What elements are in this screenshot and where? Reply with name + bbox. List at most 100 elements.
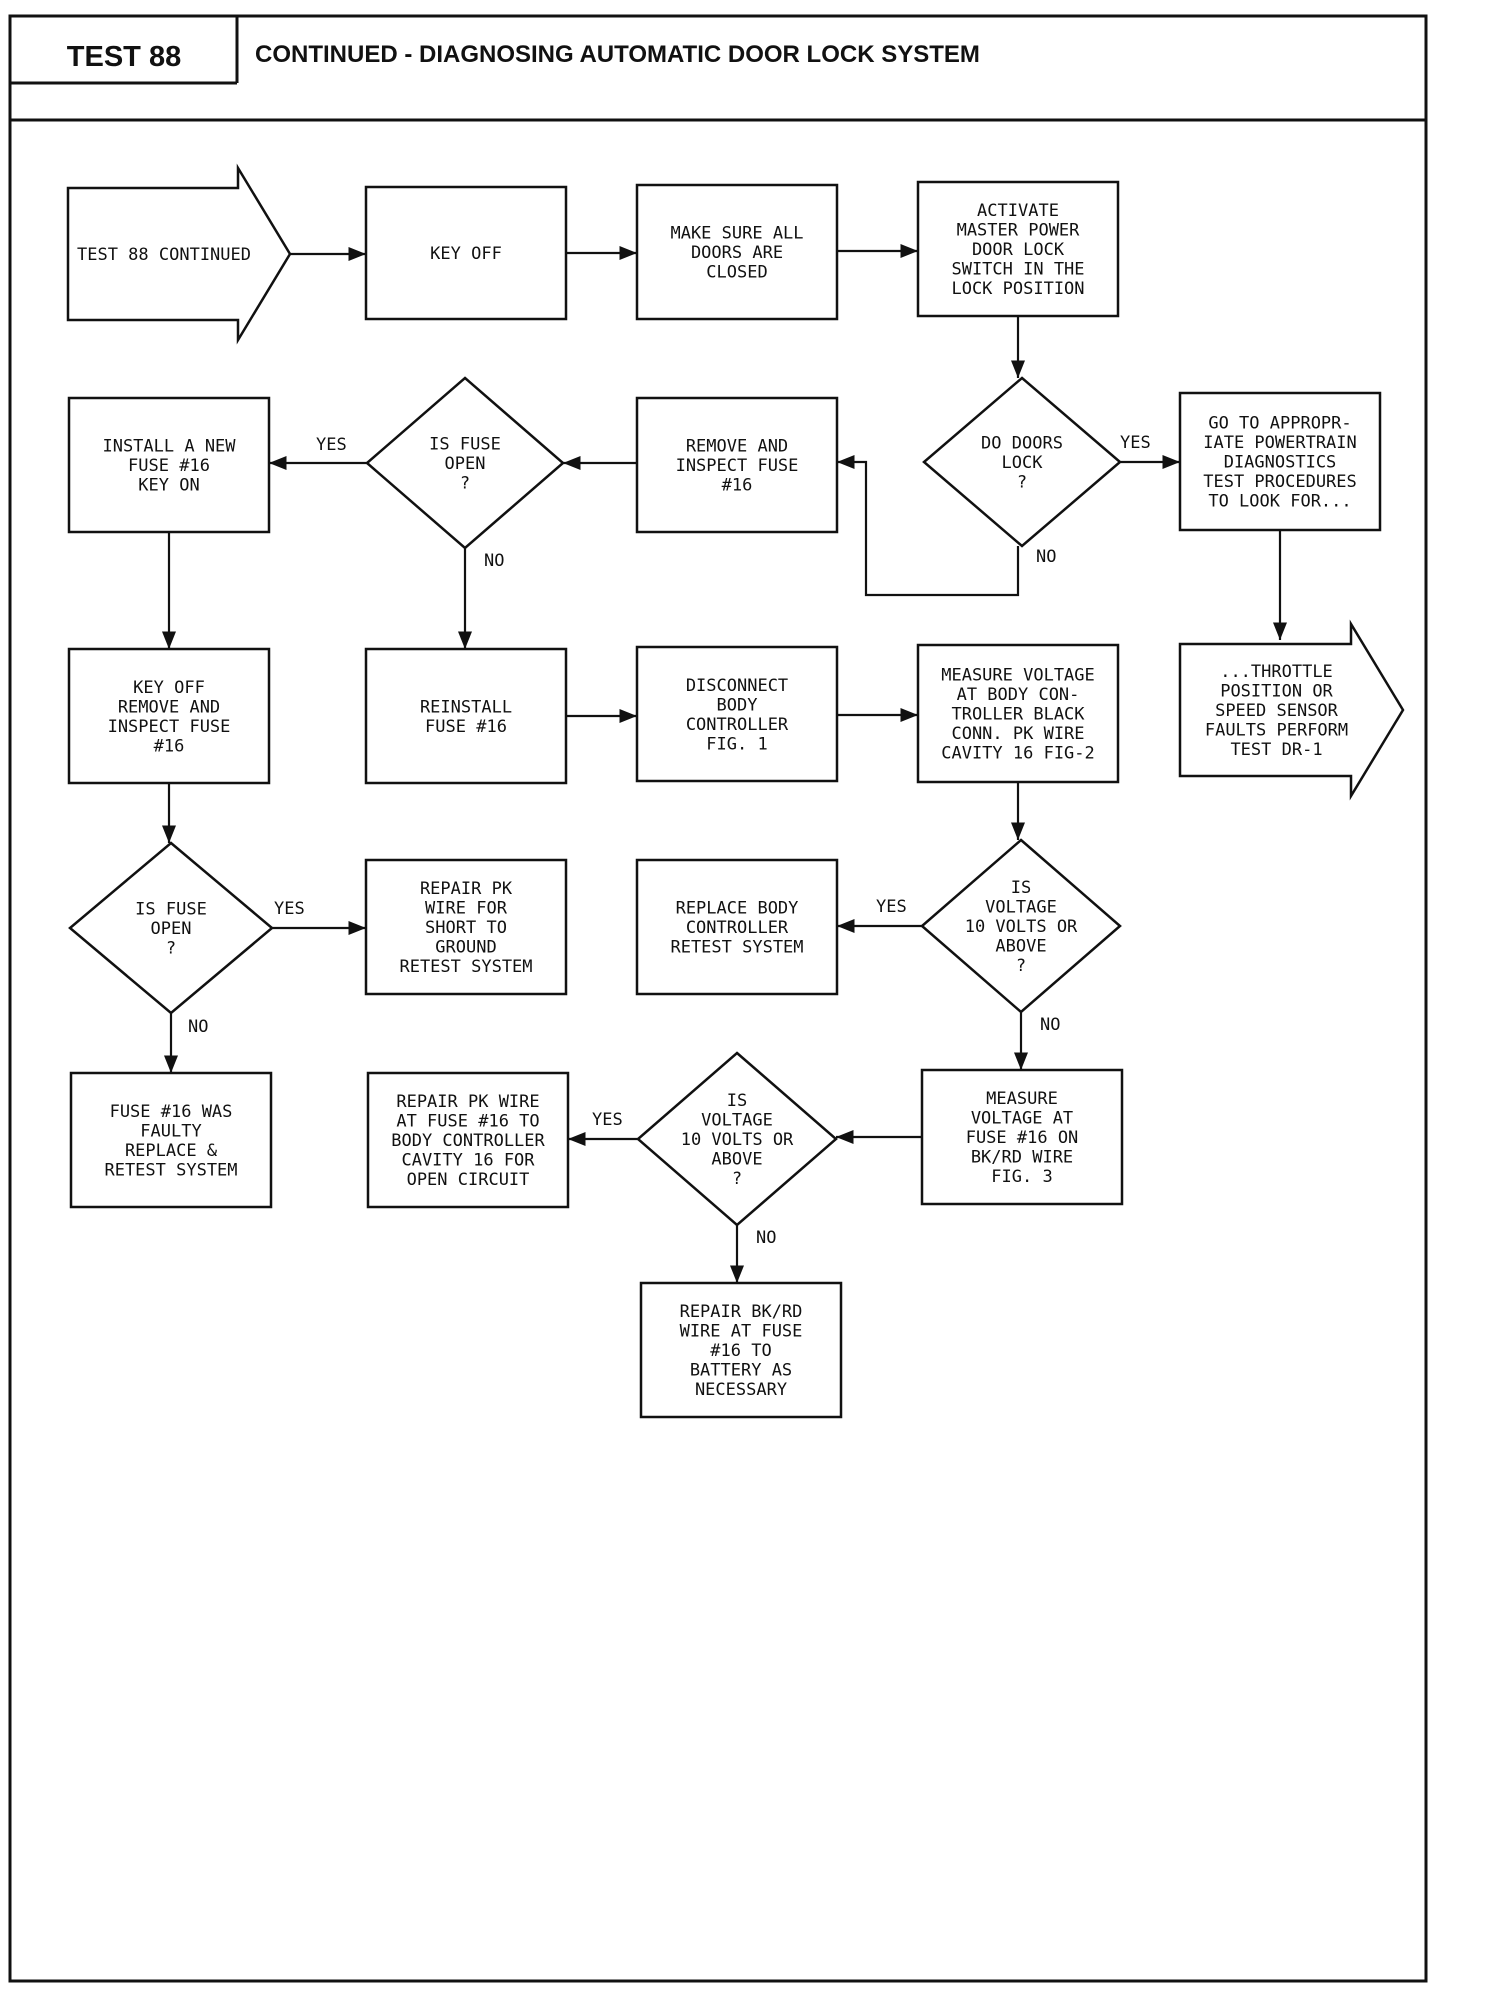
node-text-line: INSPECT FUSE bbox=[676, 456, 799, 476]
edge-label-fuseopen1-yes: YES bbox=[316, 435, 347, 455]
node-text-line: REPAIR PK bbox=[420, 879, 513, 899]
node-text-line: IS bbox=[727, 1091, 747, 1111]
node-text-line: VOLTAGE bbox=[701, 1111, 773, 1131]
node-text-line: CAVITY 16 FOR bbox=[401, 1151, 535, 1171]
node-text-line: GROUND bbox=[435, 938, 496, 958]
node-text-line: BODY CONTROLLER bbox=[391, 1131, 545, 1151]
node-text-line: DISCONNECT bbox=[686, 676, 788, 696]
node-start: TEST 88 CONTINUED bbox=[66, 163, 292, 345]
edge-label-fuseopen2-yes: YES bbox=[274, 899, 305, 919]
node-text-line: ? bbox=[166, 939, 176, 959]
node-text-line: MAKE SURE ALL bbox=[670, 224, 803, 244]
decision-diamond bbox=[922, 376, 1122, 548]
node-text-line: IATE POWERTRAIN bbox=[1203, 433, 1357, 453]
node-text-line: KEY OFF bbox=[430, 244, 502, 264]
process-box bbox=[639, 1281, 843, 1419]
node-text-line: ABOVE bbox=[711, 1150, 762, 1170]
node-text-line: IS bbox=[1011, 878, 1031, 898]
node-text-line: FUSE #16 ON bbox=[966, 1128, 1079, 1148]
node-text-line: DIAGNOSTICS bbox=[1224, 453, 1337, 473]
process-box bbox=[69, 1071, 273, 1209]
node-text-line: NECESSARY bbox=[695, 1380, 787, 1400]
node-text-line: REINSTALL bbox=[420, 697, 512, 717]
node-text-line: MEASURE VOLTAGE bbox=[941, 666, 1095, 686]
node-text-line: REPAIR BK/RD bbox=[680, 1302, 803, 1322]
node-text-line: TEST 88 CONTINUED bbox=[77, 245, 251, 265]
node-text-line: #16 bbox=[722, 476, 753, 496]
node-text-line: FUSE #16 bbox=[128, 456, 210, 476]
process-box bbox=[635, 396, 839, 534]
node-text-line: GO TO APPROPR- bbox=[1208, 414, 1351, 434]
process-box bbox=[67, 647, 271, 785]
node-text-line: FIG. 1 bbox=[706, 734, 767, 754]
node-text-line: ? bbox=[732, 1169, 742, 1189]
node-text-line: ? bbox=[1017, 473, 1027, 493]
decision-diamond bbox=[920, 838, 1122, 1014]
node-text-line: DOORS ARE bbox=[691, 243, 783, 263]
node-text-line: BODY bbox=[717, 695, 758, 715]
node-goto-powertrain: GO TO APPROPR-IATE POWERTRAINDIAGNOSTICS… bbox=[1178, 391, 1382, 532]
node-text-line: POSITION OR bbox=[1220, 682, 1333, 702]
node-text-line: 10 VOLTS OR bbox=[681, 1130, 794, 1150]
process-box bbox=[635, 645, 839, 783]
node-text-line: FIG. 3 bbox=[991, 1167, 1052, 1187]
process-box bbox=[635, 858, 839, 996]
node-text-line: LOCK POSITION bbox=[951, 279, 1084, 299]
node-text-line: TROLLER BLACK bbox=[951, 705, 1085, 725]
node-text-line: TEST DR-1 bbox=[1230, 740, 1322, 760]
node-text-line: ...THROTTLE bbox=[1220, 662, 1333, 682]
node-text-line: RETEST SYSTEM bbox=[670, 938, 803, 958]
node-text-line: SWITCH IN THE bbox=[951, 260, 1084, 280]
node-text-line: SHORT TO bbox=[425, 918, 507, 938]
process-box bbox=[920, 1068, 1124, 1206]
node-text-line: DO DOORS bbox=[981, 434, 1063, 454]
process-box bbox=[364, 185, 568, 321]
node-text-line: WIRE FOR bbox=[425, 899, 508, 919]
node-text-line: INSTALL A NEW bbox=[102, 437, 236, 457]
node-text-line: FAULTS PERFORM bbox=[1205, 721, 1348, 741]
edge-label-voltage2-no: NO bbox=[756, 1228, 776, 1248]
node-text-line: OPEN bbox=[151, 919, 192, 939]
node-text-line: AT FUSE #16 TO bbox=[396, 1112, 539, 1132]
node-text-line: SPEED SENSOR bbox=[1215, 701, 1339, 721]
node-text-line: CONTROLLER bbox=[686, 715, 789, 735]
process-box bbox=[1178, 391, 1382, 532]
process-box bbox=[635, 183, 839, 321]
node-text-line: CLOSED bbox=[706, 263, 767, 283]
node-text-line: #16 TO bbox=[710, 1341, 771, 1361]
node-text-line: TO LOOK FOR... bbox=[1208, 492, 1351, 512]
header-title: CONTINUED - DIAGNOSING AUTOMATIC DOOR LO… bbox=[255, 41, 980, 68]
node-text-line: ABOVE bbox=[995, 937, 1046, 957]
node-text-line: CONTROLLER bbox=[686, 918, 789, 938]
process-box bbox=[364, 647, 568, 785]
node-text-line: VOLTAGE AT bbox=[971, 1109, 1073, 1129]
node-text-line: CAVITY 16 FIG-2 bbox=[941, 744, 1095, 764]
node-text-line: AT BODY CON- bbox=[957, 685, 1080, 705]
process-box bbox=[916, 643, 1120, 784]
node-text-line: INSPECT FUSE bbox=[108, 717, 231, 737]
node-text-line: WIRE AT FUSE bbox=[680, 1322, 803, 1342]
node-text-line: 10 VOLTS OR bbox=[965, 917, 1078, 937]
node-text-line: ? bbox=[1016, 956, 1026, 976]
node-text-line: #16 bbox=[154, 736, 185, 756]
node-text-line: IS FUSE bbox=[429, 435, 501, 455]
node-text-line: BK/RD WIRE bbox=[971, 1148, 1073, 1168]
node-text-line: REMOVE AND bbox=[686, 437, 788, 457]
block-arrow bbox=[66, 163, 292, 345]
process-box bbox=[916, 180, 1120, 318]
node-text-line: FAULTY bbox=[140, 1121, 201, 1141]
node-text-line: ACTIVATE bbox=[977, 201, 1059, 221]
node-text-line: REMOVE AND bbox=[118, 697, 220, 717]
node-text-line: REPLACE & bbox=[125, 1141, 218, 1161]
